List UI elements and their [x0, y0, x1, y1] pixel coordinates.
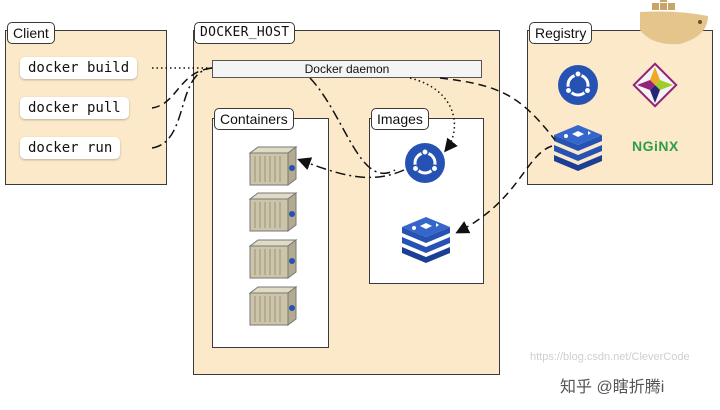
daemon-to-run-path: [309, 77, 396, 174]
docker-whale-icon: [640, 0, 708, 45]
registry-redis-icon: [554, 125, 602, 171]
client-title: Client: [7, 22, 55, 44]
daemon-to-registry-arrow: [439, 77, 556, 141]
images-title: Images: [371, 108, 429, 130]
docker-host-title: DOCKER_HOST: [194, 22, 296, 44]
container-icon: [249, 239, 297, 279]
run-arrow: [151, 67, 213, 149]
docker-daemon: Docker daemon: [212, 60, 482, 78]
daemon-to-ubuntu-image-arrow: [409, 77, 458, 153]
zhihu-watermark: 知乎 @瞎折腾i: [560, 379, 665, 396]
nginx-logo: NGiNX: [632, 138, 679, 154]
docker-build-command: docker build: [20, 57, 138, 79]
containers-title: Containers: [214, 108, 294, 130]
docker-pull-command: docker pull: [20, 97, 129, 119]
registry-to-redis-image-arrow: [455, 145, 553, 234]
image-to-container-arrow: [297, 157, 405, 179]
registry-ubuntu-icon: [556, 63, 600, 107]
registry-title: Registry: [529, 22, 593, 44]
container-icon: [249, 286, 297, 326]
container-icon: [249, 146, 297, 186]
container-icon: [249, 192, 297, 232]
docker-run-command: docker run: [20, 137, 121, 159]
images-redis-icon: [402, 217, 450, 263]
pull-arrow: [151, 67, 213, 109]
centos-icon: [632, 62, 678, 108]
csdn-watermark: https://blog.csdn.net/CleverCode: [530, 351, 690, 363]
images-ubuntu-icon: [403, 141, 447, 185]
